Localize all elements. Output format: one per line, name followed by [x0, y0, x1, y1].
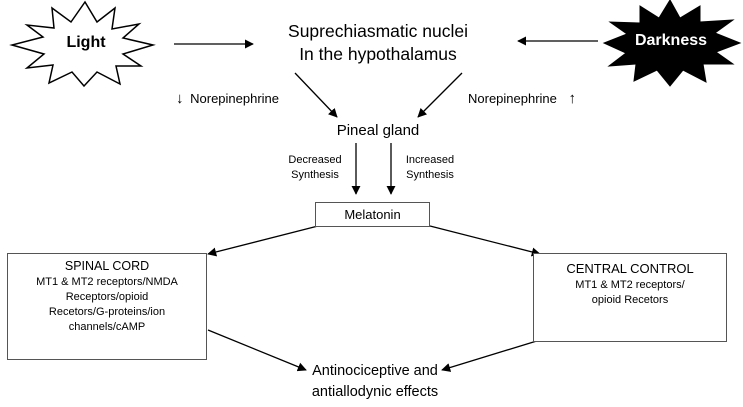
decreased-line-2: Synthesis — [291, 169, 339, 181]
pineal-gland-label: Pineal gland — [336, 122, 420, 139]
darkness-label: Darkness — [634, 32, 708, 49]
melatonin-box: Melatonin — [315, 202, 430, 227]
spinal-cord-title: SPINAL CORD — [64, 259, 150, 273]
darkness-burst-shape — [602, 0, 742, 87]
effects-line-1: Antinociceptive and — [312, 363, 438, 379]
melatonin-label: Melatonin — [344, 207, 401, 222]
light-label: Light — [66, 34, 106, 51]
spinal-cord-box: SPINAL CORD MT1 & MT2 receptors/NMDA Rec… — [7, 253, 207, 360]
arrow-scn-to-pineal-left — [294, 72, 338, 118]
arrow-melatonin-to-central-control — [429, 225, 541, 257]
arrow-melatonin-to-spinal-cord — [207, 225, 319, 257]
spinal-cord-line-4: channels/cAMP — [68, 321, 146, 333]
decreased-synthesis-label: Decreased Synthesis — [278, 153, 352, 183]
decreased-line-1: Decreased — [288, 154, 342, 166]
spinal-cord-line-1: MT1 & MT2 receptors/NMDA — [36, 276, 178, 288]
central-control-title: CENTRAL CONTROL — [566, 261, 694, 276]
central-control-line-2: opioid Recetors — [591, 294, 669, 306]
arrow-central-control-to-effects — [441, 339, 541, 372]
norepinephrine-left-label: Norepinephrine — [190, 91, 280, 106]
central-control-box: CENTRAL CONTROL MT1 & MT2 receptors/ opi… — [533, 253, 727, 342]
effects-label: Antinociceptive and antiallodynic effect… — [270, 361, 480, 403]
scn-line-2: In the hypothalamus — [299, 44, 457, 64]
light-burst-shape — [9, 0, 156, 88]
norepinephrine-up-arrow-icon: ↑ — [568, 90, 577, 107]
spinal-cord-line-2: Receptors/opioid — [65, 291, 149, 303]
central-control-line-1: MT1 & MT2 receptors/ — [575, 279, 685, 291]
arrow-scn-to-pineal-right — [417, 72, 463, 118]
effects-line-2: antiallodynic effects — [311, 384, 439, 400]
increased-line-1: Increased — [405, 154, 455, 166]
increased-line-2: Synthesis — [406, 169, 454, 181]
norepinephrine-right: Norepinephrine ↑ — [468, 90, 576, 107]
spinal-cord-line-3: Recetors/G-proteins/ion — [48, 306, 166, 318]
increased-synthesis-label: Increased Synthesis — [396, 153, 464, 183]
arrow-spinal-cord-to-effects — [207, 329, 307, 372]
scn-title: Suprechiasmatic nuclei In the hypothalam… — [270, 20, 486, 66]
norepinephrine-left: ↓ Norepinephrine — [176, 90, 279, 107]
norepinephrine-right-label: Norepinephrine — [468, 91, 557, 106]
scn-line-1: Suprechiasmatic nuclei — [288, 21, 468, 41]
norepinephrine-down-arrow-icon: ↓ — [176, 90, 184, 107]
